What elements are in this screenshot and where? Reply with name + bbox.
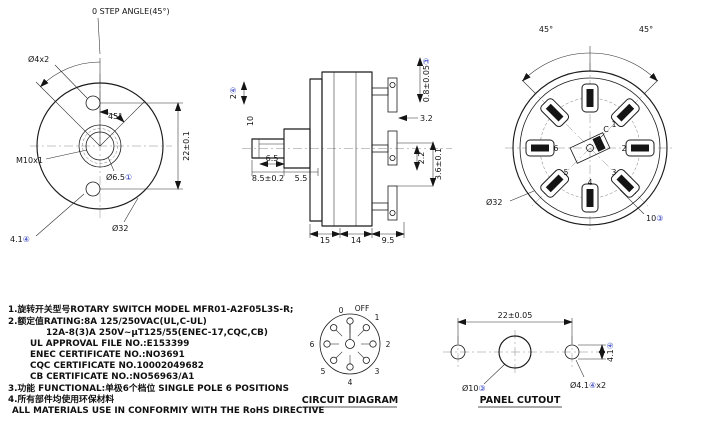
back-dim-lug: 10③ [646,214,663,223]
circuit-position-2: 2 [386,340,391,349]
dim-shaft-flat: 6.5 [266,154,279,163]
note-line: CQC CERTIFICATE NO.10002049682 [30,361,204,371]
side-body [321,71,373,227]
dim-pitch: 2.2 [417,152,426,165]
circuit-contacts [323,317,377,371]
circuit-off-position: 0 [339,306,344,315]
back-dim-angle-right: 45° [639,25,653,34]
back-terminal-number-3: 3 [612,168,617,177]
dim-shaft-diameter: Ø6.5① [106,172,132,182]
front-centerlines [30,74,172,218]
cutout-dim-center-hole: Ø10③ [462,383,486,393]
back-terminal-number-6: 6 [554,144,559,153]
cutout-dim-offset: 4.1④ [606,342,615,362]
dim-step: 2④ [229,87,238,99]
dim-mount-holes: Ø4x2 [28,54,49,64]
note-line: 12A-8(3)A 250V~μT125/55(ENEC-17,CQC,CB) [46,328,268,338]
circuit-position-4: 4 [348,378,353,387]
back-view: 1 2 3 4 5 6 C 45° 45° Ø32 10③ [486,25,675,233]
back-terminal-number-2: 2 [622,144,627,153]
back-common-leader [596,133,605,142]
note-line: 1.旋转开关型号ROTARY SWITCH MODEL MFR01-A2F05L… [8,303,293,315]
front-view: 0 STEP ANGLE(45°) Ø4x2 45° M10x1 Ø6.5① 2… [10,7,191,244]
notes-block: 1.旋转开关型号ROTARY SWITCH MODEL MFR01-A2F05L… [8,303,324,416]
dim-body-front: 15 [320,236,330,245]
back-terminal-lugs [525,83,655,213]
cutout-dim-side-holes: Ø4.1④x2 [570,380,606,390]
note-line: ENEC CERTIFICATE NO.:NO3691 [30,350,185,360]
panel-cutout: 22±0.05 Ø10③ Ø4.1④x2 4.1④ PANEL CUTOUT [443,311,615,408]
back-terminal-number-4: 4 [588,178,593,187]
circuit-off-label: OFF [355,304,370,313]
side-terminal-top [371,77,398,113]
note-line: 2.额定值RATING:8A 125/250VAC(UL,C-UL) [8,315,207,327]
circuit-diagram: 0 OFF 1 2 3 4 5 6 CIRCUIT DIAGRAM [302,304,399,408]
circuit-position-6: 6 [310,340,315,349]
cutout-hole-center [498,335,532,369]
cutout-hole-left [450,344,466,360]
front-step-angle-construction [35,17,145,147]
note-line: ALL MATERIALS USE IN CONFORMIY WITH THE … [12,406,324,416]
dim-terminal-length: 9.5 [382,236,395,245]
back-angle-construction [521,46,659,95]
back-lug-leader [619,189,645,215]
back-dia-leader [509,190,535,202]
step-angle-title: 0 STEP ANGLE(45°) [92,7,170,16]
circuit-position-3: 3 [375,367,380,376]
side-terminal-bottom [371,185,398,221]
dim-body-rear: 14 [351,236,361,245]
dim-shaft-length: 10 [246,116,255,126]
side-terminal-middle [371,130,398,166]
back-terminal-number-5: 5 [564,168,569,177]
circuit-position-5: 5 [321,367,326,376]
cutout-dimension-lines [457,318,606,385]
back-dim-body-diameter: Ø32 [486,197,502,207]
front-dimension-lines [35,64,183,237]
cutout-centerlines [443,330,600,374]
cutout-hole-right [564,344,580,360]
back-rotor [569,132,611,164]
front-mount-hole-top [85,95,101,111]
dim-lug-position: 3.6±0.1 [434,148,443,180]
note-line: CB CERTIFICATE NO.:NO56963/A1 [30,372,194,382]
note-line: 4.所有部件均使用环保材料 [8,393,114,405]
circuit-position-1: 1 [375,313,380,322]
circuit-caption: CIRCUIT DIAGRAM [302,395,399,406]
note-line: 3.功能 FUNCTIONAL:单极6个档位 SINGLE POLE 6 POS… [8,382,289,394]
cutout-caption: PANEL CUTOUT [480,395,561,406]
dim-hole-position: 4.1④ [10,235,30,244]
back-terminal-numbers: 1 2 3 4 5 6 [554,120,627,187]
side-front-plate [309,78,323,222]
cutout-dim-spacing: 22±0.05 [498,311,533,320]
side-dimension-lines [240,57,437,238]
back-terminal-number-1: 1 [612,120,617,129]
back-inner-circle [519,77,661,219]
dim-hole-spacing: 22±0.1 [182,131,191,161]
dim-thread: M10x1 [16,156,43,165]
dim-angle-45: 45° [108,112,122,121]
dim-terminal-thickness: 0.8±0.05③ [422,58,431,102]
note-line: UL APPROVAL FILE NO.:E153399 [30,339,189,349]
circuit-body-circle [319,313,381,375]
circuit-common-pole [345,339,355,349]
back-dim-angle-left: 45° [539,25,553,34]
side-body-lines [333,72,357,226]
dim-terminal-width: 3.2 [420,114,433,123]
dim-thread-length: 8.5±0.2 [252,174,284,183]
side-shaft [251,138,285,159]
back-common-label: C [603,125,609,134]
back-rotor-center [586,144,594,152]
dim-body-diameter: Ø32 [112,223,128,233]
front-mount-hole-bottom [85,181,101,197]
side-view: 2④ 10 6.5 8.5±0.2 5.5 15 14 9.5 3.2 0.8±… [229,57,452,245]
dim-collar: 5.5 [295,174,308,183]
